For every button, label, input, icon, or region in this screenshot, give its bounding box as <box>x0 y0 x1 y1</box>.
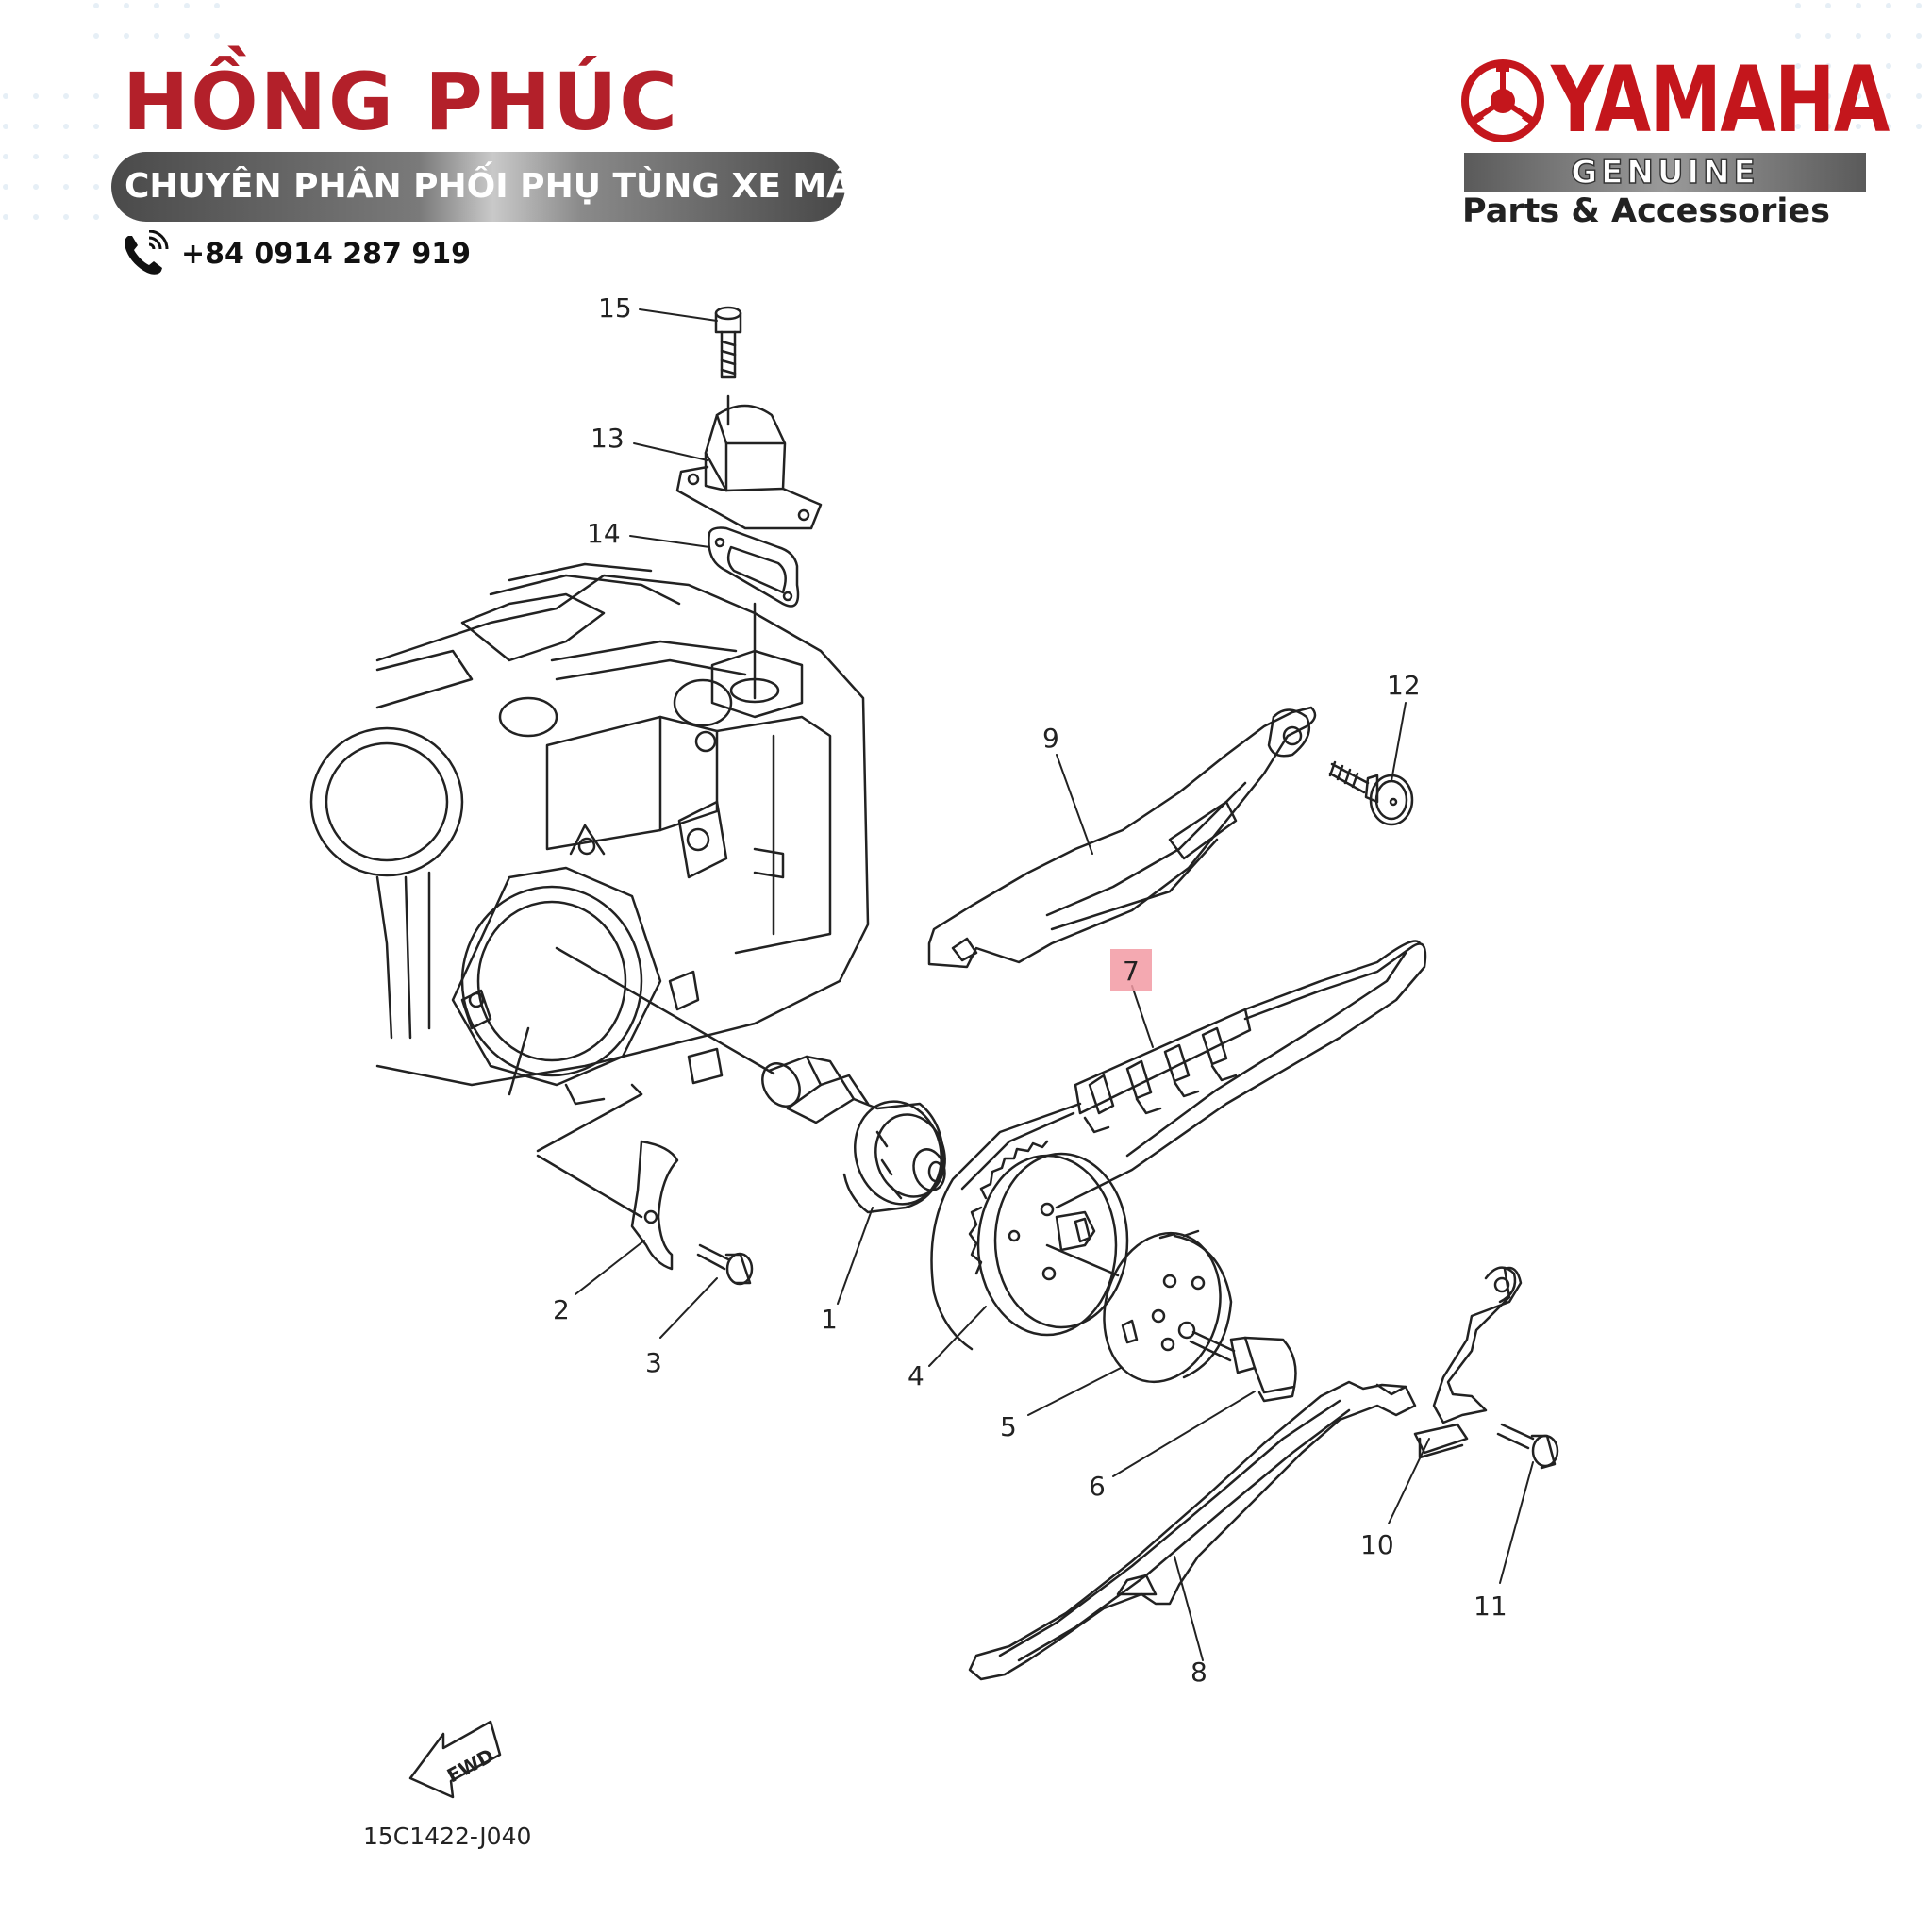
callout-4: 4 <box>908 1360 924 1391</box>
part-5-cam-plate <box>1045 1229 1233 1384</box>
part-2-plate <box>536 1083 679 1271</box>
part-1-camshaft <box>555 946 946 1214</box>
callout-2: 2 <box>553 1294 570 1325</box>
part-4-sprocket <box>968 1140 1129 1337</box>
callout-14: 14 <box>587 518 621 549</box>
decorative-dots-right <box>1792 0 1932 142</box>
cylinder-head <box>309 562 870 1106</box>
genuine-label: GENUINE <box>1571 153 1759 192</box>
decorative-dots-left <box>0 0 226 236</box>
figure-code: 15C1422-J040 <box>363 1823 531 1850</box>
callout-5: 5 <box>1000 1411 1017 1442</box>
callout-15: 15 <box>598 292 632 324</box>
callout-12: 12 <box>1387 670 1421 701</box>
leader-lines <box>575 308 1534 1661</box>
part-10-lever <box>1413 1266 1523 1459</box>
callout-7-highlight <box>1110 949 1152 991</box>
callout-11: 11 <box>1474 1591 1507 1622</box>
part-8-chain-guide <box>968 1380 1417 1681</box>
tagline: CHUYÊN PHÂN PHỐI PHỤ TÙNG XE MÁY <box>111 152 874 222</box>
callout-6: 6 <box>1089 1471 1106 1502</box>
callout-13: 13 <box>591 423 625 454</box>
phone-row[interactable]: +84 0914 287 919 <box>121 230 471 277</box>
part-6-bolt <box>1189 1330 1297 1403</box>
callout-3: 3 <box>645 1347 662 1378</box>
tuning-fork-emblem-icon <box>1461 59 1544 142</box>
part-7-cam-chain <box>930 940 1427 1351</box>
part-12-bolt <box>1328 760 1414 826</box>
callout-1: 1 <box>821 1304 838 1335</box>
part-3-bolt <box>696 1243 754 1286</box>
part-13-tensioner <box>675 404 823 530</box>
brand-name: HỒNG PHÚC <box>123 56 679 148</box>
callout-10: 10 <box>1360 1529 1394 1560</box>
phone-icon <box>125 230 169 275</box>
part-15-bolt <box>714 306 742 426</box>
part-9-chain-guide <box>927 706 1317 969</box>
logo-subtitle: Parts & Accessories <box>1462 192 1830 230</box>
fwd-label: FWD <box>443 1744 497 1788</box>
genuine-banner: GENUINE <box>1464 153 1866 192</box>
callout-9: 9 <box>1042 723 1059 754</box>
part-11-bolt <box>1496 1423 1559 1470</box>
yamaha-wordmark: YAMAHA <box>1551 47 1890 153</box>
phone-number: +84 0914 287 919 <box>181 237 471 271</box>
fwd-arrow-icon <box>408 1720 502 1799</box>
callout-8: 8 <box>1191 1657 1208 1688</box>
callout-7: 7 <box>1123 956 1140 987</box>
